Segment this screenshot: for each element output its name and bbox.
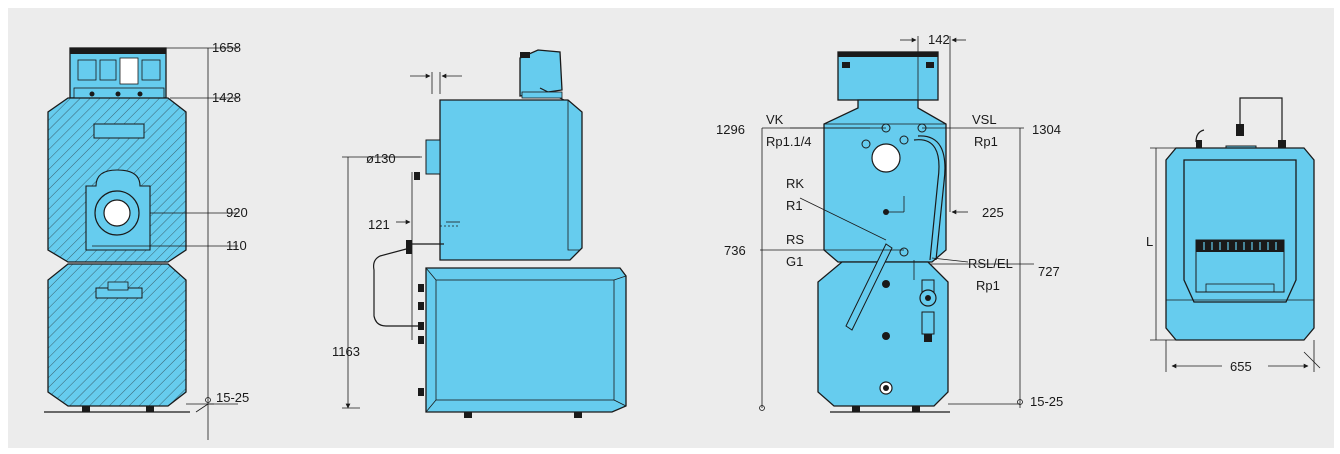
front-dim-upper: 1428: [212, 90, 241, 105]
rear-label-rsl: RSL/EL: [968, 256, 1013, 271]
side-pipework: [373, 172, 444, 396]
front-view: 1658 1428 920 110 15-25: [44, 40, 249, 440]
tank-dim-length: L: [1146, 234, 1153, 249]
rear-tank-body: [817, 243, 949, 407]
rear-dim-142: 142: [928, 32, 950, 47]
rear-label-rsl-thread: Rp1: [976, 278, 1000, 293]
side-tank-body: [425, 267, 627, 413]
rear-dim-1296: 1296: [716, 122, 745, 137]
rear-dim-727: 727: [1038, 264, 1060, 279]
rear-dim-736: 736: [724, 243, 746, 258]
front-control-unit: [69, 47, 167, 99]
front-dim-small: 110: [226, 238, 247, 253]
side-dim-121: 121: [368, 217, 390, 232]
side-dim-flue: ø130: [366, 151, 396, 166]
tank-dimensions: [1150, 147, 1321, 372]
tank-dim-655: 655: [1230, 359, 1252, 374]
front-dim-base: 15-25: [216, 390, 249, 405]
front-dimensions: [92, 47, 238, 440]
rear-dim-225: 225: [982, 205, 1004, 220]
rear-label-rs-thread: G1: [786, 254, 803, 269]
rear-boiler-body: [823, 99, 947, 263]
rear-label-rs: RS: [786, 232, 804, 247]
rear-label-vsl-thread: Rp1: [974, 134, 998, 149]
drawing-panel: [8, 8, 1334, 448]
rear-label-vk: VK: [766, 112, 784, 127]
rear-label-vk-thread: Rp1.1/4: [766, 134, 812, 149]
tank-top-fittings: [1195, 97, 1286, 155]
rear-label-rk-thread: R1: [786, 198, 803, 213]
rear-control-unit: [837, 51, 939, 101]
rear-label-rk: RK: [786, 176, 804, 191]
rear-dim-base: 15-25: [1030, 394, 1063, 409]
side-dim-height: 1163: [332, 344, 360, 359]
rear-view: 142 VK Rp1.1/4 1296 VSL Rp1 1304 RK R1 2…: [716, 32, 1063, 413]
front-boiler-body: [47, 97, 187, 263]
side-dimensions: [342, 72, 462, 409]
front-dim-mid: 920: [226, 205, 248, 220]
rear-label-vsl: VSL: [972, 112, 997, 127]
side-boiler-body: [425, 99, 583, 261]
tank-body: [1165, 147, 1315, 341]
side-view: ø130 121 1163: [332, 49, 627, 418]
tank-view: L 655: [1146, 97, 1321, 374]
front-tank-body: [47, 263, 187, 407]
front-dim-top: 1658: [212, 40, 241, 55]
side-control-unit: [519, 49, 569, 103]
rear-dim-1304: 1304: [1032, 122, 1061, 137]
rear-dimensions: [759, 36, 1034, 411]
